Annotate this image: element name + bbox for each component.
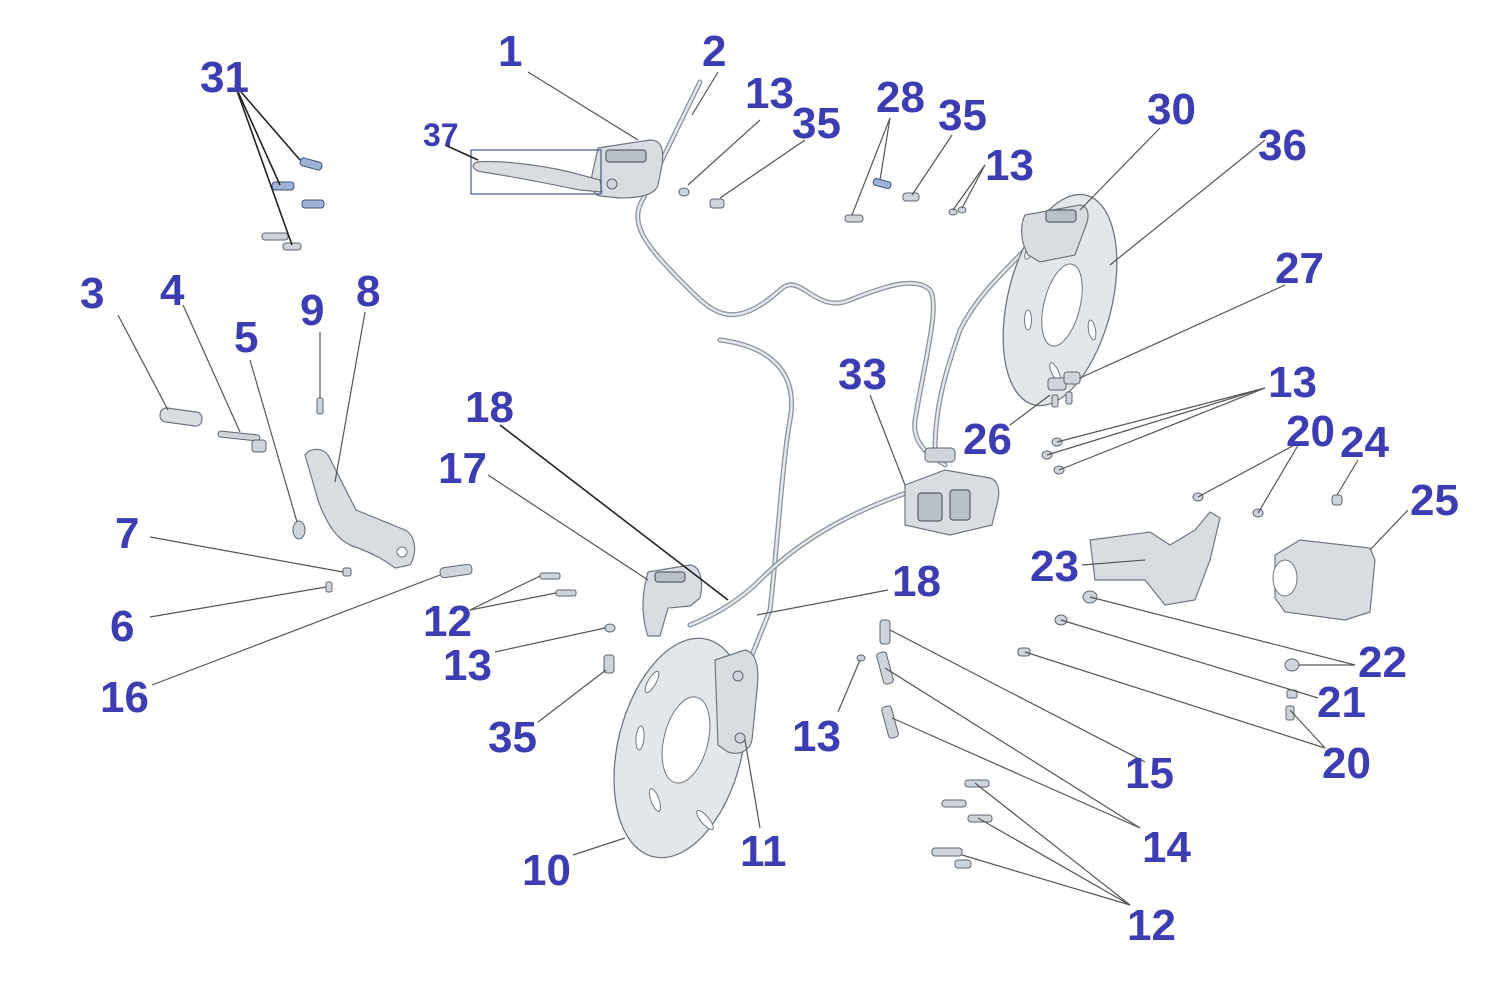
callout-31: 31 bbox=[200, 53, 249, 102]
fittings-26-27 bbox=[1047, 371, 1081, 408]
callout-13-right: 13 bbox=[1268, 358, 1317, 407]
callout-37: 37 bbox=[423, 117, 459, 153]
bolt-24 bbox=[1331, 494, 1343, 506]
callout-35-upper: 35 bbox=[792, 99, 841, 148]
callout-23: 23 bbox=[1030, 542, 1079, 591]
callout-6: 6 bbox=[110, 602, 134, 651]
callout-20-lower: 20 bbox=[1322, 739, 1371, 788]
callout-35-top: 35 bbox=[938, 91, 987, 140]
brake-lever bbox=[472, 161, 603, 193]
spring-5 bbox=[292, 520, 306, 540]
brake-pedal-8 bbox=[304, 448, 416, 569]
callout-30: 30 bbox=[1147, 85, 1196, 134]
callout-27: 27 bbox=[1275, 244, 1324, 293]
callout-17: 17 bbox=[438, 444, 487, 493]
abs-modulator-33 bbox=[904, 447, 1000, 536]
callout-16: 16 bbox=[100, 673, 149, 722]
bolt-35-top bbox=[902, 192, 920, 202]
rear-master-cylinder-17 bbox=[642, 564, 703, 637]
callout-35-lower: 35 bbox=[488, 713, 537, 762]
callout-labels: 1 2 13 35 28 35 13 30 36 31 37 3 4 5 9 8… bbox=[80, 27, 1459, 950]
callout-13-top: 13 bbox=[985, 141, 1034, 190]
callout-10: 10 bbox=[522, 846, 571, 895]
callout-33: 33 bbox=[838, 350, 887, 399]
pin-4 bbox=[217, 430, 267, 453]
bolt-20-c bbox=[1285, 705, 1295, 721]
bolt-14-a bbox=[879, 619, 891, 645]
callout-24: 24 bbox=[1340, 418, 1389, 467]
bolt-35-left bbox=[603, 654, 615, 674]
bolt-35-upper bbox=[709, 198, 725, 209]
front-caliper-30 bbox=[1021, 204, 1089, 263]
rear-caliper-11 bbox=[714, 649, 759, 754]
callout-5: 5 bbox=[234, 313, 258, 362]
footpeg-3 bbox=[159, 407, 203, 427]
washer-13-left bbox=[604, 623, 616, 633]
callout-14: 14 bbox=[1142, 823, 1191, 872]
bolt-28-a bbox=[872, 177, 892, 190]
callout-2: 2 bbox=[702, 27, 726, 76]
bolt-15 bbox=[1017, 647, 1031, 657]
bolt-12-c bbox=[964, 779, 990, 788]
brake-hose-assembly bbox=[635, 79, 1028, 658]
lever-highlight-frame bbox=[470, 149, 602, 195]
callout-1: 1 bbox=[498, 27, 522, 76]
leader-lines bbox=[117, 71, 1409, 906]
bolt-12-a bbox=[539, 572, 561, 580]
rear-brake-disc-10 bbox=[613, 637, 747, 859]
callout-26: 26 bbox=[963, 415, 1012, 464]
callout-21: 21 bbox=[1317, 678, 1366, 727]
sensor-housing-25 bbox=[1272, 539, 1376, 621]
callout-13-left: 13 bbox=[443, 641, 492, 690]
washer-13-upper-left bbox=[678, 187, 690, 197]
callout-18-upper: 18 bbox=[465, 383, 514, 432]
callout-13-lower: 13 bbox=[792, 712, 841, 761]
callout-13-upper: 13 bbox=[745, 69, 794, 118]
bolt-9 bbox=[316, 397, 324, 415]
callout-7: 7 bbox=[115, 509, 139, 558]
callout-3: 3 bbox=[80, 269, 104, 318]
bolt-set-31 bbox=[261, 157, 325, 251]
callout-18-lower: 18 bbox=[892, 557, 941, 606]
callout-8: 8 bbox=[356, 267, 380, 316]
callout-9: 9 bbox=[300, 286, 324, 335]
bolt-28-b bbox=[844, 214, 864, 223]
callout-15: 15 bbox=[1125, 749, 1174, 798]
bolt-12-f bbox=[931, 847, 963, 857]
pin-16 bbox=[439, 563, 473, 579]
bolt-12-g bbox=[954, 859, 972, 869]
bolt-7 bbox=[342, 567, 352, 577]
callout-28: 28 bbox=[876, 73, 925, 122]
callout-4: 4 bbox=[160, 266, 185, 315]
bolt-12-d bbox=[941, 799, 967, 808]
callout-20-upper: 20 bbox=[1286, 407, 1335, 456]
callout-22: 22 bbox=[1358, 638, 1407, 687]
front-master-cylinder bbox=[590, 139, 664, 199]
callout-11: 11 bbox=[740, 827, 787, 876]
callout-12-lower: 12 bbox=[1127, 901, 1176, 950]
callout-12-left: 12 bbox=[423, 597, 472, 646]
bolt-12-b bbox=[555, 589, 577, 597]
bolt-14-c bbox=[881, 705, 899, 739]
bolt-6 bbox=[325, 581, 333, 593]
callout-25: 25 bbox=[1410, 476, 1459, 525]
washer-22-b bbox=[1284, 658, 1300, 672]
callout-36: 36 bbox=[1258, 121, 1307, 170]
washer-13-lower bbox=[856, 654, 866, 662]
bracket-23 bbox=[1089, 511, 1221, 606]
